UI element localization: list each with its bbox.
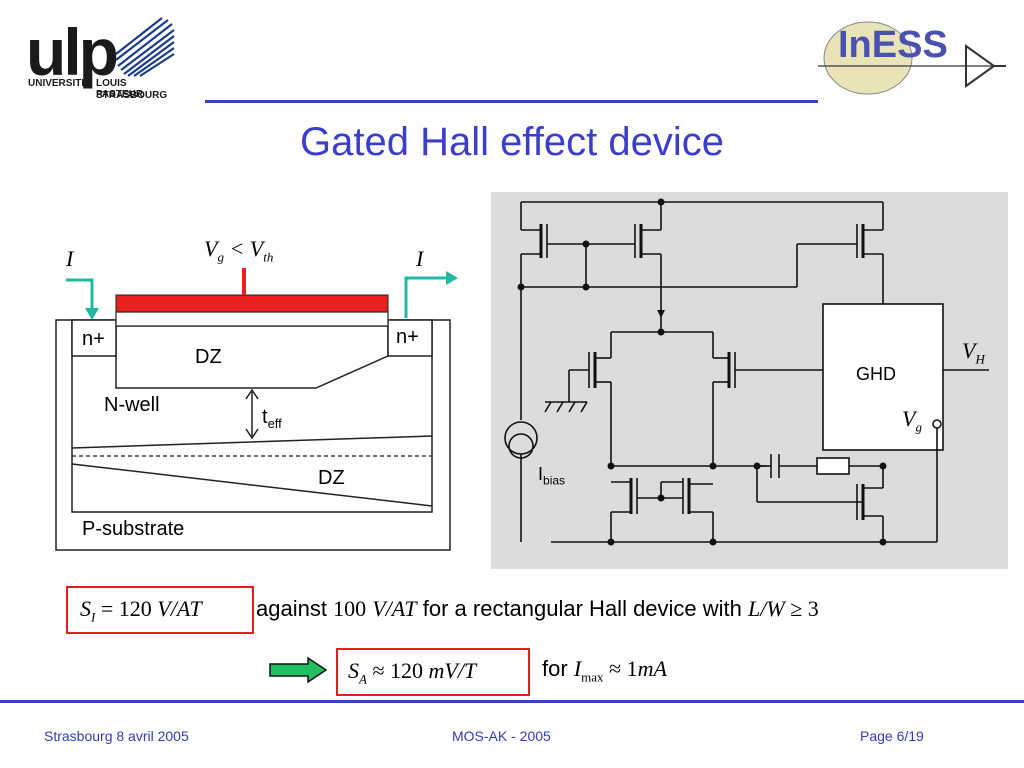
vh-label: VH — [962, 338, 985, 367]
ulp-line1: UNIVERSITÉ — [28, 78, 89, 89]
n-plus-right-contact — [387, 319, 433, 357]
ulp-logo-text: ulp — [26, 15, 119, 89]
header-rule — [205, 100, 818, 103]
gate-electrode — [115, 294, 389, 313]
result2-box — [336, 648, 530, 696]
current-in-arrow-icon — [66, 278, 94, 312]
n-plus-left-label: n+ — [82, 328, 105, 350]
slide-title: Gated Hall effect device — [300, 120, 724, 164]
teff-label: teff — [262, 406, 282, 431]
ghd-label: GHD — [856, 364, 896, 384]
footer-right: Page 6/19 — [860, 728, 924, 744]
result1-text: against 100 V/AT for a rectangular Hall … — [256, 596, 819, 621]
n-plus-right-label: n+ — [396, 326, 419, 348]
dz-top-label: DZ — [195, 346, 222, 368]
current-out-arrow-icon — [404, 276, 448, 318]
footer-center: MOS-AK - 2005 — [452, 728, 551, 744]
current-left-label: I — [66, 246, 74, 271]
p-substrate-label: P-substrate — [82, 518, 185, 540]
lower-dz-top-line — [71, 435, 433, 449]
dz-bottom-label: DZ — [318, 467, 345, 489]
ulp-line2: LOUIS PASTEUR — [96, 78, 144, 100]
n-plus-left-contact — [71, 319, 117, 357]
top-dz-region — [115, 325, 389, 389]
gate-voltage-label: Vg < Vth — [204, 236, 274, 265]
footer-left: Strasbourg 8 avril 2005 — [44, 728, 189, 744]
n-well-label: N-well — [104, 394, 160, 416]
result1-box — [66, 586, 254, 634]
result2-formula: SA ≈ 120 mV/T — [348, 658, 477, 687]
iness-logo: InESS — [818, 14, 1008, 96]
ulp-logo: ulp UNIVERSITÉ LOUIS PASTEUR STRASBOURG — [26, 14, 176, 104]
lower-dz-bottom-line — [71, 463, 433, 507]
device-cross-section — [55, 268, 458, 551]
implies-arrow-icon — [269, 656, 328, 684]
n-well-boundary — [71, 320, 433, 513]
footer-rule — [0, 700, 1024, 703]
ulp-line3: STRASBOURG — [96, 90, 168, 101]
result2-text: for Imax ≈ 1mA — [542, 656, 667, 685]
ibias-label: Ibias — [538, 464, 566, 488]
iness-logo-text: InESS — [838, 24, 948, 66]
ulp-logo-stripes-icon — [115, 17, 175, 77]
vg-circuit-label: Vg — [902, 406, 922, 435]
result1-formula: SI = 120 V/AT — [80, 596, 202, 625]
gate-oxide — [115, 311, 389, 327]
current-right-label: I — [416, 246, 424, 271]
iness-logo-shape-icon — [818, 21, 1006, 95]
circuit-schematic — [504, 198, 989, 546]
